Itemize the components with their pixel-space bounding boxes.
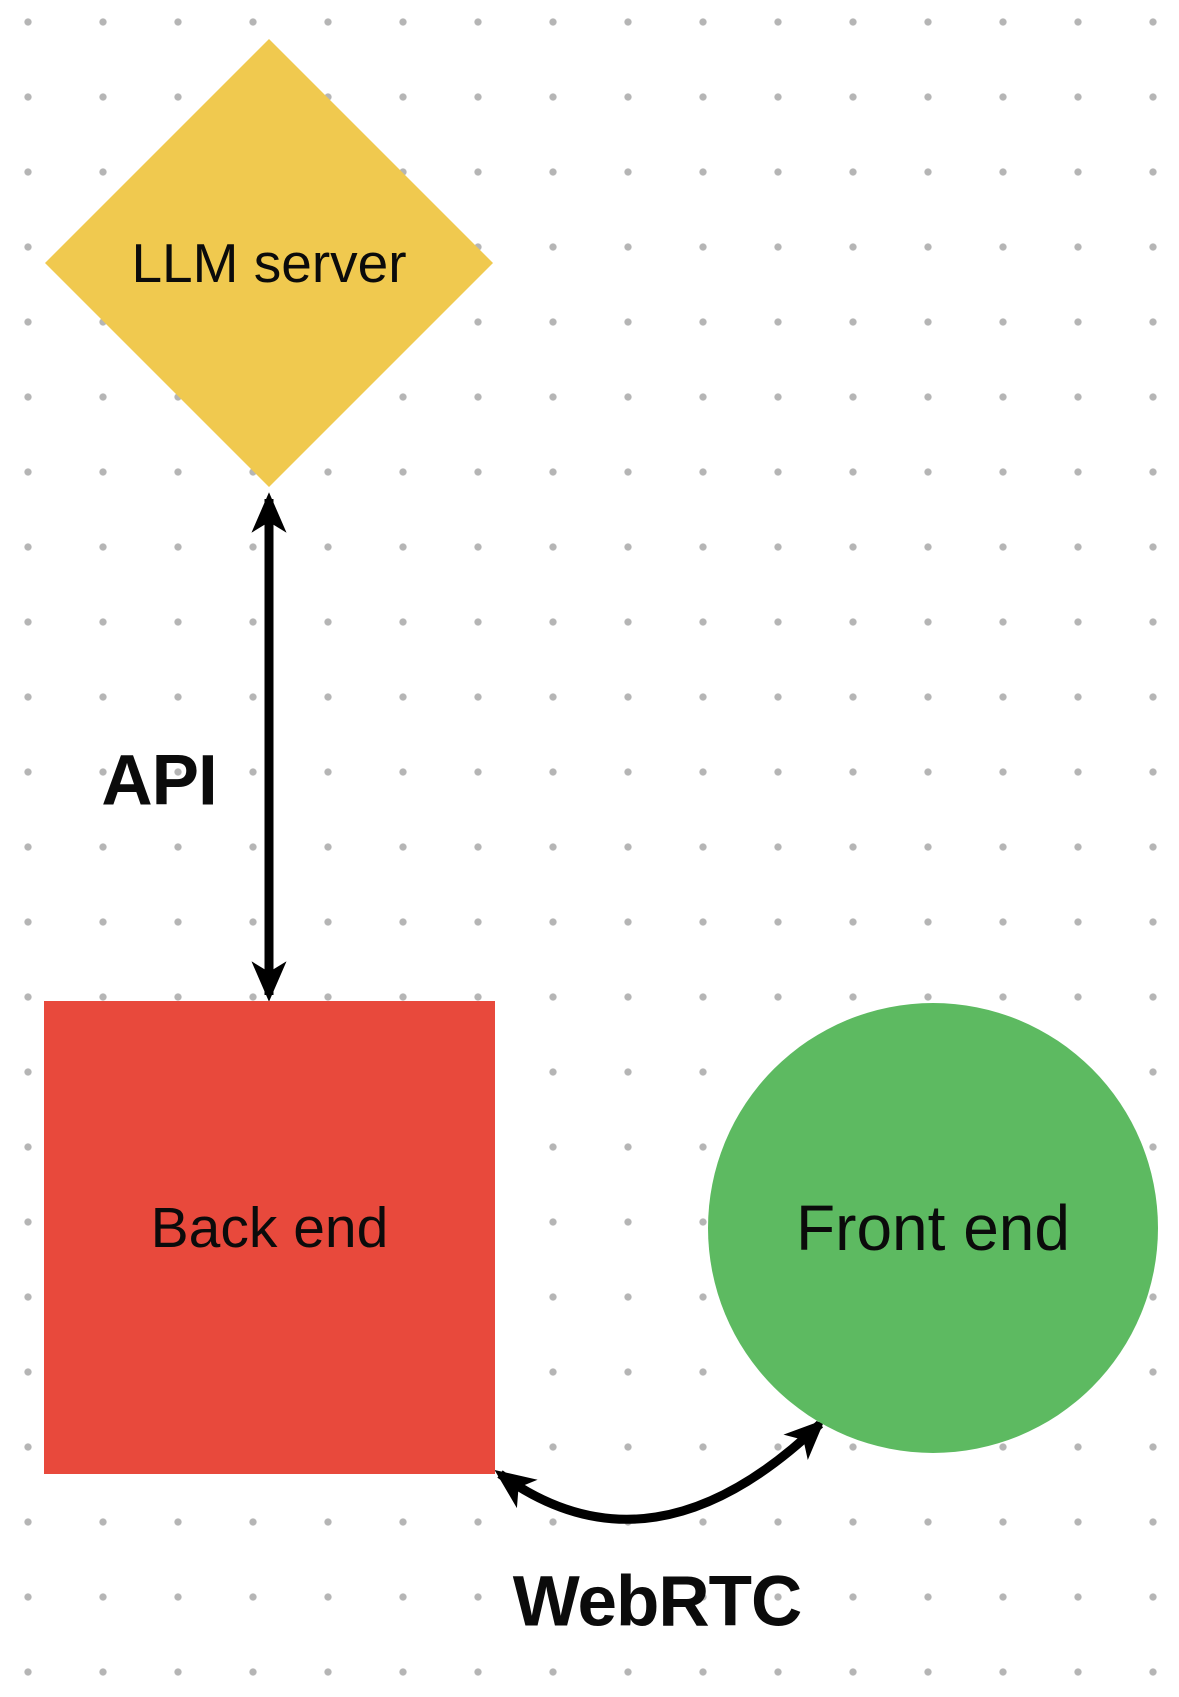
node-back-end[interactable]: Back end — [44, 1001, 495, 1474]
node-front-end-label: Front end — [796, 1192, 1070, 1264]
edge-webrtc-arrow[interactable] — [494, 1419, 825, 1524]
node-llm-server-label: LLM server — [131, 231, 407, 294]
edge-webrtc-label: WebRTC — [512, 1562, 803, 1642]
node-front-end[interactable]: Front end — [708, 1003, 1158, 1453]
edge-api-label: API — [101, 741, 217, 821]
node-back-end-label: Back end — [150, 1196, 389, 1260]
